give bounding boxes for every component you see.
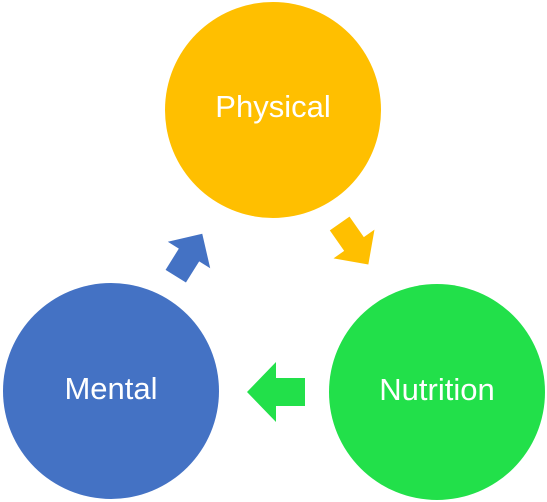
node-physical-label: Physical — [215, 89, 330, 124]
node-physical-circle — [165, 2, 381, 218]
node-nutrition-label: Nutrition — [379, 372, 494, 407]
node-mental: Mental — [3, 283, 219, 499]
node-nutrition: Nutrition — [329, 284, 545, 500]
node-nutrition-circle — [329, 284, 545, 500]
arrow-nutrition-to-mental — [247, 362, 305, 422]
arrow-mental-to-physical — [165, 233, 211, 283]
node-physical: Physical — [165, 2, 381, 218]
node-mental-label: Mental — [64, 371, 157, 406]
node-mental-circle — [3, 283, 219, 499]
arrow-physical-to-nutrition — [329, 216, 375, 265]
